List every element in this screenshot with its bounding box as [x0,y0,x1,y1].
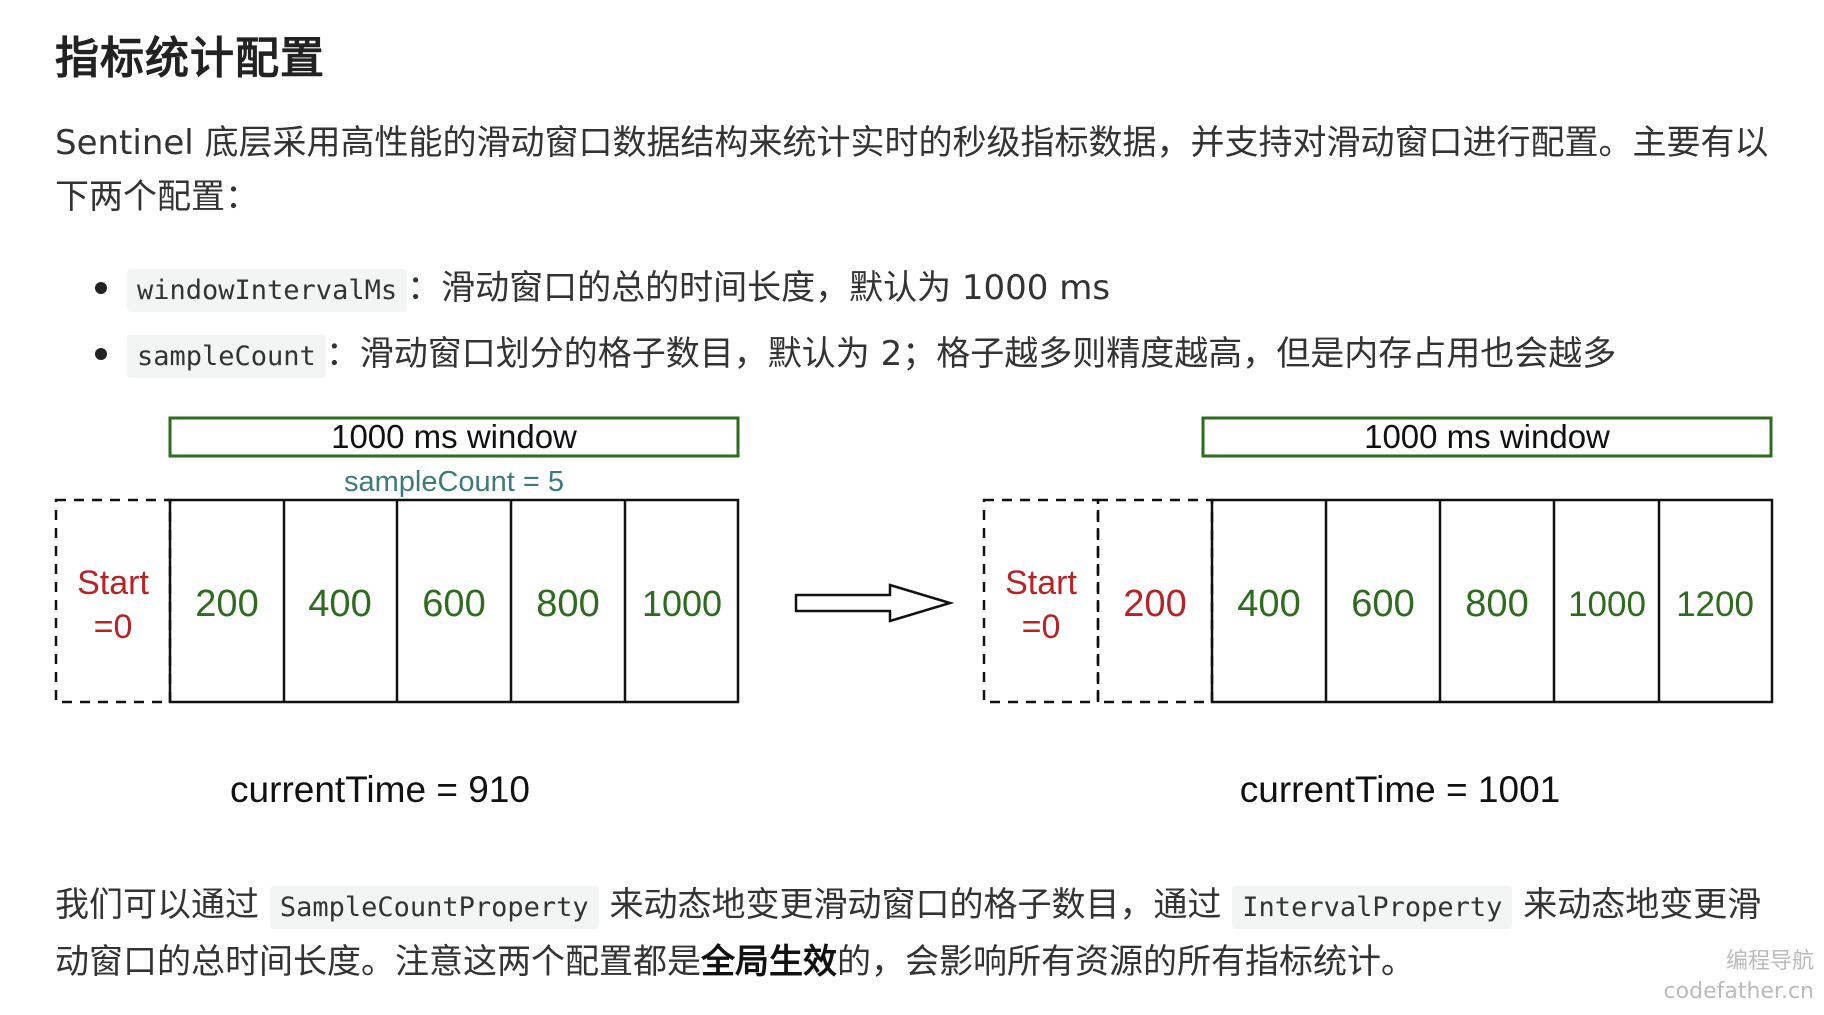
outro-paragraph: 我们可以通过 SampleCountProperty 来动态地变更滑动窗口的格子… [55,878,1775,989]
left-window-bar [168,416,740,458]
left-cell-label: 200 [195,583,258,625]
right-window-label: 1000 ms window [1364,418,1610,455]
config-list: windowIntervalMs：滑动窗口的总的时间长度，默认为 1000 ms… [55,256,1616,388]
left-start-label: Start [77,564,149,602]
right-cell-label: 1200 [1676,585,1754,624]
watermark: 编程导航 codefather.cn [1664,947,1814,1007]
watermark-line: codefather.cn [1663,979,1814,1004]
left-cell-label: 400 [308,583,371,625]
inline-code: windowIntervalMs [127,269,408,312]
right-cell-box [1210,498,1774,704]
left-cell-box [168,498,740,704]
left-start-cell [54,498,172,704]
inline-code: SampleCountProperty [269,886,599,929]
left-current-time: currentTime = 910 [230,769,530,810]
page-title: 指标统计配置 [55,33,325,84]
left-cell-label: 1000 [642,583,722,624]
outro-text: 来动态地变更滑动窗口的格子数目，通过 [598,885,1233,925]
right-cell-label: 600 [1351,583,1414,625]
sample-count-label: sampleCount = 5 [344,466,564,498]
inline-code: IntervalProperty [1232,886,1513,929]
left-cell-label: 600 [422,583,485,625]
right-start-cell [982,498,1100,704]
outro-bold: 全局生效 [701,942,837,982]
left-cell-label: 800 [536,583,599,625]
sliding-window-diagram: 1000 ms window sampleCount = 5 Start =0 … [54,416,1774,810]
list-item: sampleCount：滑动窗口划分的格子数目，默认为 2；格子越多则精度越高，… [55,322,1616,388]
list-item-text: ：滑动窗口的总的时间长度，默认为 1000 ms [407,268,1111,308]
right-cell-label: 800 [1465,583,1528,625]
outro-text: 来动态地变更滑动窗口的总时间长度。注意这两个配置都是 [55,885,1762,982]
right-expired-cell [1096,498,1214,704]
inline-code: sampleCount [127,335,326,378]
list-item-text: ：滑动窗口划分的格子数目，默认为 2；格子越多则精度越高，但是内存占用也会越多 [325,334,1617,374]
left-window-label: 1000 ms window [331,418,577,455]
right-start-value: =0 [1022,608,1061,646]
left-start-value: =0 [94,608,133,646]
right-cell-label: 200 [1123,583,1186,625]
outro-text: 我们可以通过 [55,885,270,925]
intro-paragraph: Sentinel 底层采用高性能的滑动窗口数据结构来统计实时的秒级指标数据，并支… [55,123,1769,217]
right-start-label: Start [1005,564,1077,602]
transition-arrow [794,583,955,623]
right-current-time: currentTime = 1001 [1240,769,1560,810]
outro-text: 的，会影响所有资源的所有指标统计。 [837,942,1415,982]
watermark-line: 编程导航 [1725,949,1814,974]
right-cell-label: 400 [1237,583,1300,625]
right-window-bar [1201,416,1773,458]
list-item: windowIntervalMs：滑动窗口的总的时间长度，默认为 1000 ms [55,256,1616,322]
right-cell-label: 1000 [1568,585,1646,624]
